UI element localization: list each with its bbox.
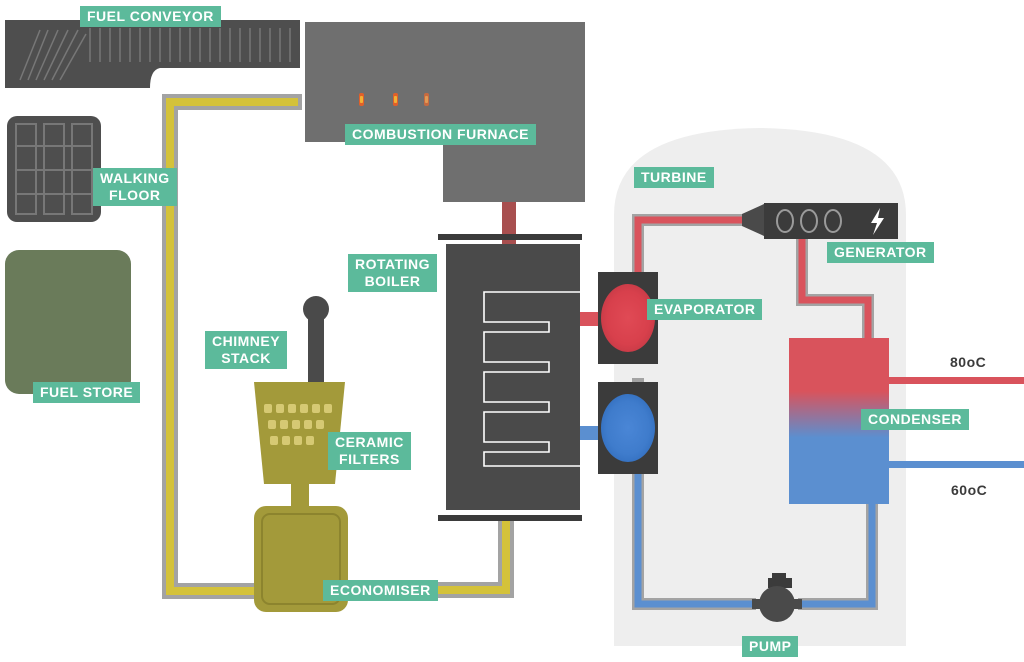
label-walking-floor-line1: WALKING — [100, 170, 170, 186]
label-walking-floor-line2: FLOOR — [109, 187, 161, 203]
ceramic-filters — [254, 382, 345, 508]
district-heat-return-pipe — [889, 461, 1024, 468]
label-fuel-store: FUEL STORE — [33, 382, 141, 403]
label-combustion-furnace: COMBUSTION FURNACE — [345, 124, 536, 145]
label-rotating-boiler: ROTATING BOILER — [348, 254, 438, 292]
label-walking-floor: WALKING FLOOR — [93, 168, 177, 206]
pump — [752, 573, 802, 622]
label-evaporator: EVAPORATOR — [647, 299, 763, 320]
lightning-bolt-icon — [871, 208, 884, 235]
rotating-boiler — [438, 202, 582, 521]
walking-floor — [7, 116, 101, 222]
combustion-furnace — [305, 22, 585, 202]
label-economiser: ECONOMISER — [323, 580, 438, 601]
temperature-return: 60oC — [951, 482, 988, 498]
label-ceramic-filters-line1: CERAMIC — [335, 434, 404, 450]
label-fuel-conveyor: FUEL CONVEYOR — [80, 6, 221, 27]
label-rotating-boiler-line1: ROTATING — [355, 256, 431, 272]
steam-circuit — [632, 214, 878, 610]
temperature-flow: 80oC — [950, 354, 987, 370]
district-heat-flow-pipe — [889, 377, 1024, 384]
evaporator — [580, 272, 658, 474]
label-generator: GENERATOR — [827, 242, 934, 263]
flame-icon — [359, 93, 429, 106]
chimney-stack — [303, 296, 329, 384]
fuel-conveyor — [5, 20, 300, 88]
label-chimney-stack-line2: STACK — [221, 350, 271, 366]
label-chimney-stack: CHIMNEY STACK — [205, 331, 288, 369]
label-chimney-stack-line1: CHIMNEY — [212, 333, 281, 349]
label-turbine: TURBINE — [634, 167, 714, 188]
generator — [856, 203, 898, 239]
turbine — [742, 203, 856, 239]
fuel-store — [5, 250, 131, 394]
label-ceramic-filters-line2: FILTERS — [339, 451, 400, 467]
label-ceramic-filters: CERAMIC FILTERS — [328, 432, 411, 470]
label-condenser: CONDENSER — [861, 409, 969, 430]
label-pump: PUMP — [742, 636, 799, 657]
label-rotating-boiler-line2: BOILER — [364, 273, 421, 289]
